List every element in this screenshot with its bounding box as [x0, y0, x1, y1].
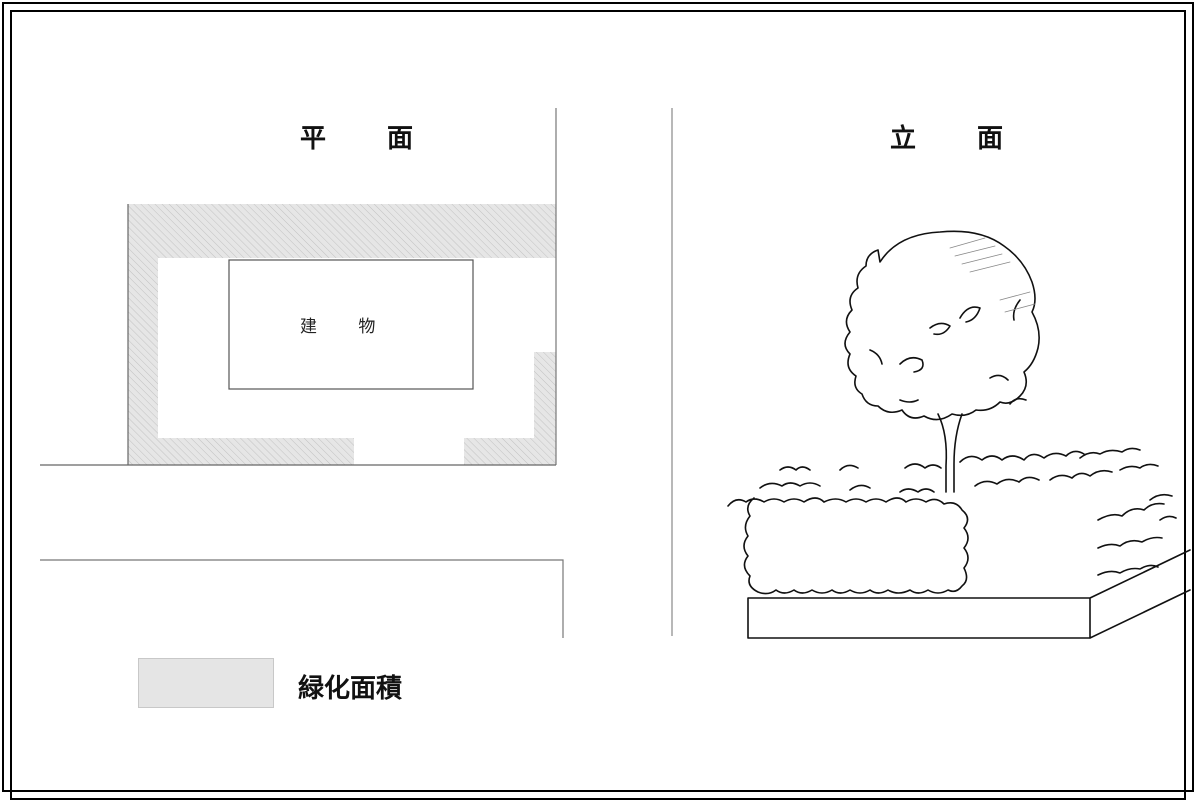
legend-label: 緑化面積: [298, 674, 403, 704]
elevation-illustration: [727, 230, 1191, 639]
building-label: 建 物: [300, 317, 394, 337]
building-outline: [228, 259, 474, 390]
diagram-canvas: [40, 108, 1191, 639]
hedge-side: [1097, 493, 1177, 576]
legend-swatch: [138, 658, 274, 708]
elevation-view-title: 立 面: [890, 124, 1030, 154]
tree-trunk: [937, 413, 963, 493]
planter-box: [747, 549, 1191, 639]
tree-canopy: [844, 230, 1040, 421]
plan-view-title: 平 面: [300, 124, 440, 154]
hedge-middle: [759, 463, 1159, 493]
road-edge-bottom: [40, 559, 564, 638]
plan-view: [40, 108, 564, 638]
hedge-front: [727, 497, 969, 595]
tree-canopy-detail: [869, 299, 1027, 405]
canopy-shading: [949, 237, 1036, 313]
hedge-back: [779, 447, 1141, 471]
green-area: [128, 204, 556, 465]
green-area-corner: [464, 352, 556, 465]
